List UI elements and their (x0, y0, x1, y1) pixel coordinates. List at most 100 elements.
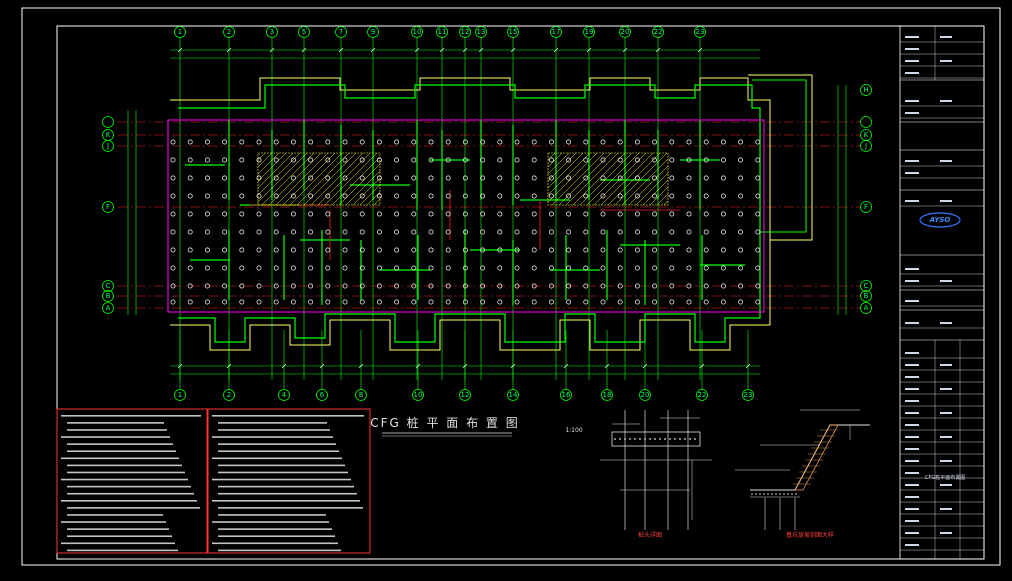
cfg-pile (222, 175, 228, 181)
axis-label-bottom: 1 (178, 391, 182, 399)
axis-bubble-top (507, 26, 519, 38)
cfg-pile (480, 229, 486, 235)
cfg-pile (428, 229, 434, 235)
cfg-pile (548, 283, 554, 289)
cfg-pile (445, 299, 451, 305)
cushion-gravel (795, 493, 797, 495)
cfg-pile (239, 229, 245, 235)
hatch-stroke (257, 152, 308, 203)
axis-bubble-top (298, 26, 310, 38)
axis-bubble-bottom (355, 389, 367, 401)
cfg-pile (703, 229, 709, 235)
cfg-pile (755, 211, 761, 217)
notes-right (207, 408, 371, 554)
dim-tick (586, 47, 592, 53)
tb-label-mark (905, 400, 919, 402)
cfg-pile (600, 283, 606, 289)
cfg-pile (514, 211, 520, 217)
cfg-pile (445, 211, 451, 217)
cfg-pile (462, 175, 468, 181)
cfg-pile (445, 283, 451, 289)
tb-label-mark (905, 472, 919, 474)
tb-label-mark (905, 112, 919, 114)
tb-label-mark (905, 72, 919, 74)
drawing-title: CFG 桩 平 面 布 置 图 (370, 415, 519, 430)
cushion-gravel (669, 438, 671, 440)
notes-text-line (218, 429, 330, 431)
cfg-pile (652, 283, 658, 289)
cushion-layer (611, 431, 701, 447)
cfg-pile (222, 283, 228, 289)
cfg-pile (239, 265, 245, 271)
cfg-pile (480, 299, 486, 305)
cfg-pile (342, 265, 348, 271)
cfg-pile (497, 283, 503, 289)
notes-text-line (218, 464, 345, 467)
axis-label-top: 7 (339, 28, 343, 36)
hatch-stroke (257, 152, 266, 161)
tb-label-mark (905, 388, 919, 390)
dim-tick (338, 47, 344, 53)
cfg-pile (342, 247, 348, 253)
cfg-pile (204, 247, 210, 253)
cfg-pile (497, 247, 503, 253)
cfg-pile (686, 175, 692, 181)
hatch-stroke (558, 152, 612, 206)
cfg-pile (256, 157, 262, 163)
notes-text-line (212, 478, 351, 481)
cfg-pile (652, 229, 658, 235)
cfg-pile (531, 211, 537, 217)
dim-tick (269, 47, 275, 53)
cfg-pile (273, 139, 279, 145)
cfg-pile (359, 211, 365, 217)
cfg-pile (583, 265, 589, 271)
axis-bubble-top (459, 26, 471, 38)
cfg-pile (359, 283, 365, 289)
notes-text-line (218, 422, 327, 424)
dim-tick (697, 47, 703, 53)
axis-label-bottom: 2 (227, 391, 231, 399)
axis-bubble-bottom (223, 389, 235, 401)
cfg-pile (187, 193, 193, 199)
cfg-pile (170, 299, 176, 305)
axis-bubble-top (694, 26, 706, 38)
cfg-pile (445, 265, 451, 271)
axis-bubble-top (223, 26, 235, 38)
cfg-pile (755, 247, 761, 253)
cfg-pile (720, 247, 726, 253)
cfg-pile (273, 211, 279, 217)
cfg-pile (531, 283, 537, 289)
cfg-pile (170, 175, 176, 181)
cfg-pile (686, 229, 692, 235)
tb-value-mark (940, 460, 952, 462)
cfg-pile (652, 265, 658, 271)
axis-bubble-left (102, 201, 114, 213)
cfg-pile (634, 299, 640, 305)
hatch-stroke (331, 156, 381, 206)
cfg-pile (514, 139, 520, 145)
hatch-stroke (551, 152, 605, 206)
axis-bubble-right (860, 140, 872, 152)
cfg-pile (514, 229, 520, 235)
axis-label-bottom: 23 (744, 391, 753, 399)
cfg-pile (256, 283, 262, 289)
cfg-pile (428, 247, 434, 253)
drawing-scale: 1:100 (565, 427, 582, 434)
tb-label-mark (905, 352, 919, 354)
notes-text-line (61, 478, 188, 481)
axis-bubble-top (335, 26, 347, 38)
cfg-pile (170, 265, 176, 271)
notes-text-line (218, 507, 363, 509)
cfg-pile (273, 265, 279, 271)
cfg-pile (256, 247, 262, 253)
notes-text-line (67, 535, 172, 538)
axis-bubble-left (102, 116, 114, 128)
cfg-pile (445, 139, 451, 145)
cfg-pile (170, 211, 176, 217)
cfg-pile (239, 247, 245, 253)
axis-label-right: A (864, 304, 869, 312)
axis-label-bottom: 12 (461, 391, 470, 399)
cfg-pile (325, 265, 331, 271)
tb-value-mark (940, 322, 952, 324)
